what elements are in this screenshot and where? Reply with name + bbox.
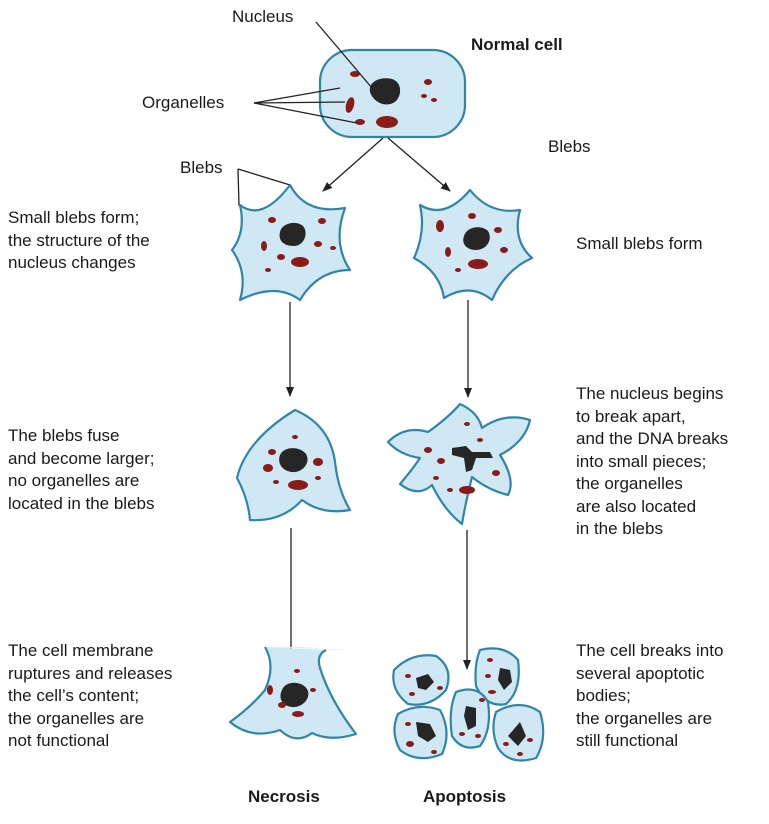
- apoptosis-cell-1: [414, 190, 532, 300]
- organelles-label: Organelles: [142, 92, 224, 115]
- necrosis-step-3-text: The cell membrane ruptures and releases …: [8, 640, 172, 753]
- blebs-label-left: Blebs: [180, 157, 223, 180]
- normal-cell: [320, 50, 465, 137]
- necrosis-title: Necrosis: [248, 786, 320, 809]
- necrosis-step-1-text: Small blebs form; the structure of the n…: [8, 207, 150, 275]
- apoptotic-bodies: [393, 648, 543, 760]
- normal-cell-label: Normal cell: [471, 34, 563, 57]
- nucleus-label: Nucleus: [232, 6, 293, 29]
- necrosis-cell-3-ruptured: [230, 647, 356, 739]
- apoptotic-body: [493, 705, 543, 760]
- necrosis-cell-2: [237, 410, 350, 520]
- apoptosis-step-1-text: Small blebs form: [576, 233, 703, 256]
- apoptotic-body: [451, 690, 489, 748]
- necrosis-step-2-text: The blebs fuse and become larger; no org…: [8, 425, 155, 515]
- apoptosis-cell-2: [388, 404, 530, 524]
- blebs-label-right: Blebs: [548, 136, 591, 159]
- apoptotic-body: [394, 707, 446, 758]
- apoptosis-step-2-text: The nucleus begins to break apart, and t…: [576, 383, 728, 541]
- necrosis-cell-1: [232, 185, 350, 300]
- apoptotic-body: [393, 655, 448, 704]
- apoptosis-step-3-text: The cell breaks into several apoptotic b…: [576, 640, 723, 753]
- apoptosis-title: Apoptosis: [423, 786, 506, 809]
